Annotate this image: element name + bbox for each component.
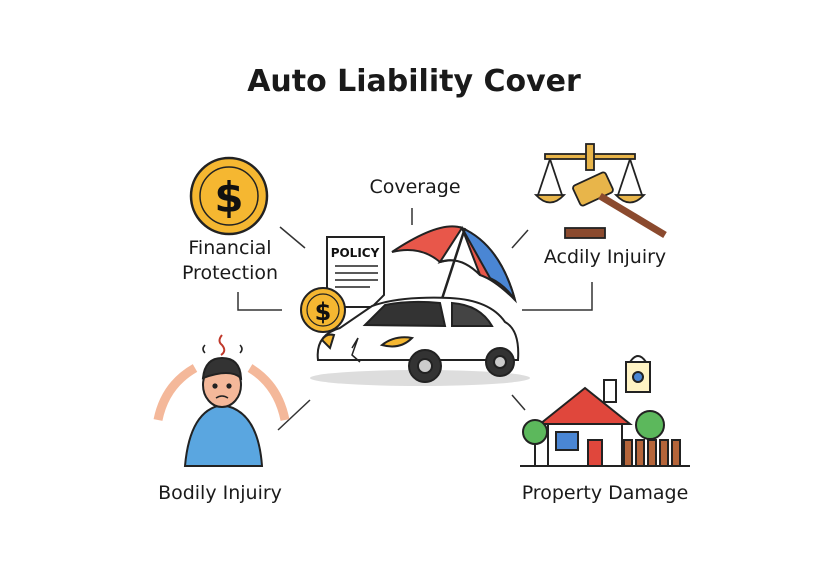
coin-dollar-icon: $ <box>300 287 346 333</box>
coin-symbol: $ <box>214 173 243 222</box>
label-line: Financial <box>188 237 272 259</box>
label-bodily-injury: Bodily Injuiry <box>158 482 282 504</box>
stressed-person-icon <box>153 334 290 467</box>
connector-lines <box>237 208 593 431</box>
lantern-icon <box>625 355 651 393</box>
label-property-damage: Property Damage <box>521 482 689 504</box>
policy-text: POLICY <box>331 246 380 260</box>
car-icon <box>310 296 530 386</box>
policy-document-icon: POLICY <box>326 236 385 308</box>
umbrella-icon <box>391 225 517 306</box>
label-line: Protection <box>181 262 279 284</box>
scales-gavel-icon <box>533 143 667 239</box>
coin-symbol: $ <box>315 298 332 326</box>
label-coverage: Coverage <box>369 176 461 198</box>
page-title: Auto Liability Cover <box>247 64 581 99</box>
coin-dollar-icon: $ <box>189 156 269 236</box>
house-icon <box>520 379 690 467</box>
label-acdily-injury: Acdily Injuiry <box>543 246 667 268</box>
